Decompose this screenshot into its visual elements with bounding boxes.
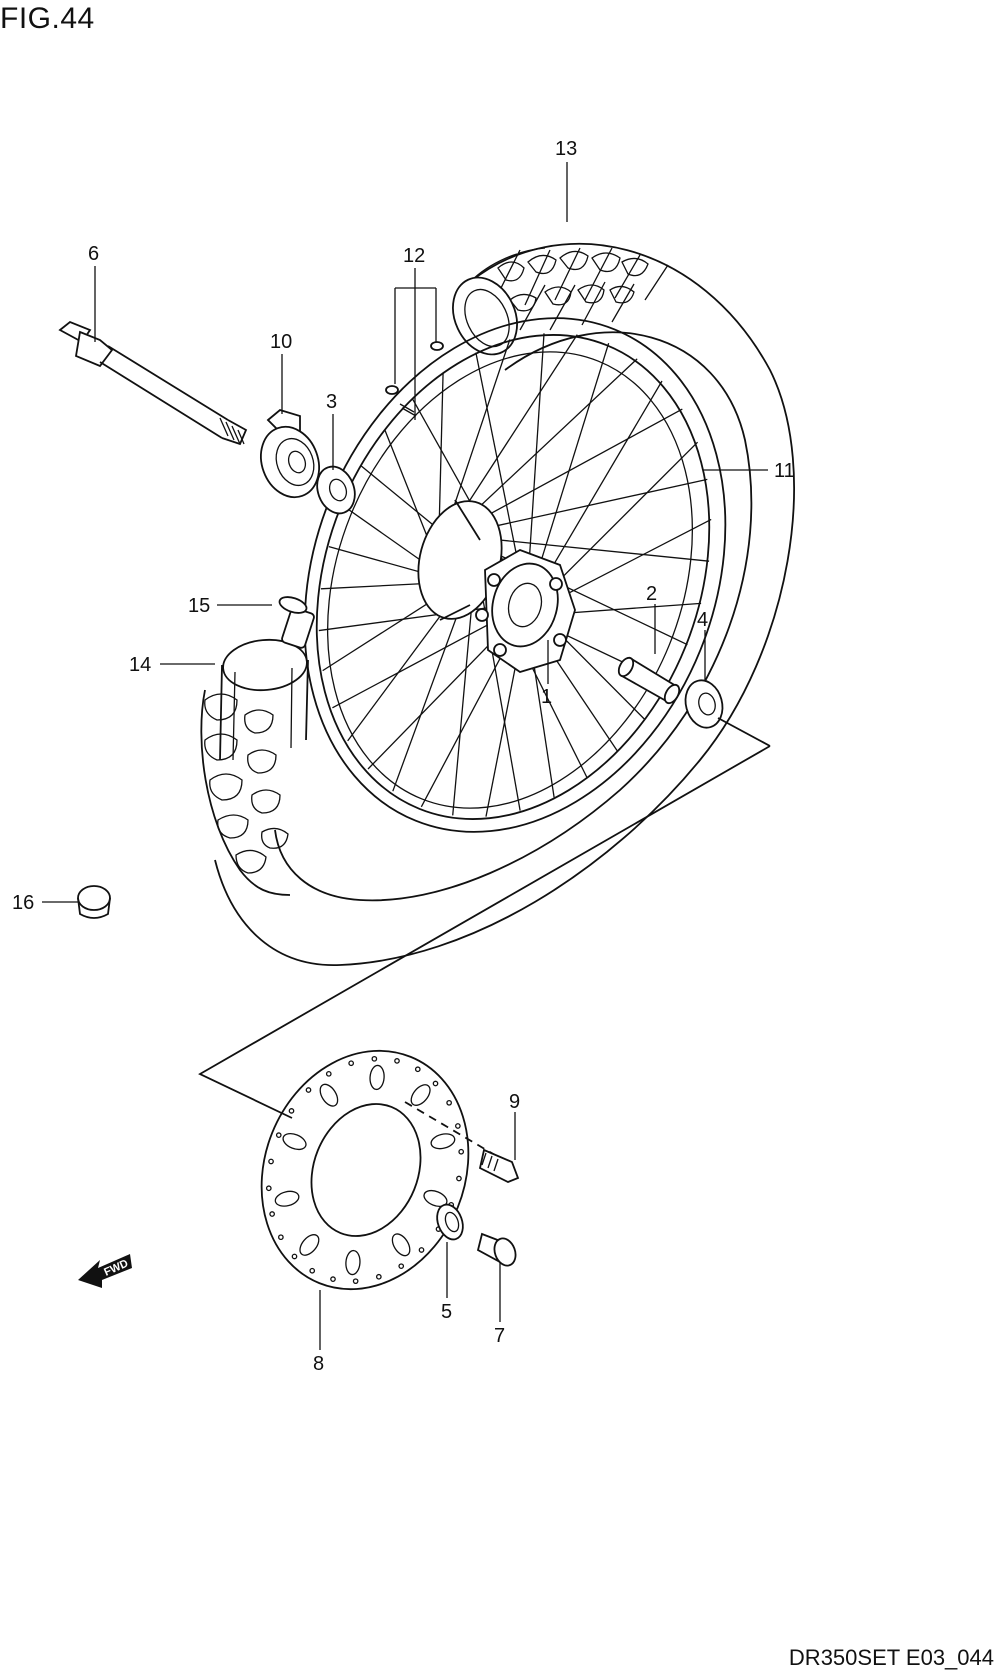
spoke-line: [540, 380, 663, 586]
wheel-bearing-icon: [684, 679, 724, 729]
collar-icon: [476, 1232, 517, 1267]
axle-spacer-icon: [617, 656, 681, 705]
spoke-line: [475, 352, 522, 576]
spoke-line: [534, 343, 610, 579]
spoke-line: [420, 631, 516, 808]
callout-3: 3: [326, 391, 337, 413]
disc-vent-hole: [325, 1070, 332, 1077]
disc-vent-hole: [265, 1185, 272, 1192]
disc-vent-hole: [414, 1066, 421, 1073]
spoke-line: [460, 408, 683, 531]
disc-vent-hole: [309, 1267, 316, 1274]
callout-6: 6: [88, 243, 99, 265]
disc-cutout: [274, 1190, 300, 1207]
callout-labels: 1 2 3 4 5 6 7 8 9 10 11 12 13 14 15 16: [12, 138, 795, 1375]
front-axle-icon: [58, 320, 248, 446]
wheel-bearing-icon: [316, 465, 356, 515]
disc-vent-hole: [375, 1273, 382, 1280]
disc-vent-hole: [278, 1234, 284, 1241]
disc-vent-hole: [330, 1276, 336, 1282]
fwd-arrow-icon: FWD: [78, 1254, 132, 1288]
callout-1: 1: [541, 686, 552, 708]
disc-vent-hole: [269, 1211, 275, 1217]
disc-cutout: [299, 1234, 320, 1256]
valve-stem-icon: [278, 596, 315, 649]
disc-cutout: [391, 1233, 411, 1257]
callout-15: 15: [188, 595, 210, 617]
callout-8: 8: [313, 1353, 324, 1375]
disc-bolt-icon: [404, 1101, 520, 1183]
speedometer-gearbox-icon: [260, 408, 320, 499]
disc-cutout: [282, 1132, 307, 1151]
disc-vent-hole: [398, 1263, 405, 1270]
callout-12: 12: [403, 245, 425, 267]
callout-7: 7: [494, 1325, 505, 1347]
disc-cutout: [430, 1133, 456, 1150]
disc-vent-hole: [456, 1175, 462, 1182]
fwd-label: FWD: [102, 1258, 130, 1279]
inner-tube-icon: [219, 638, 309, 761]
callout-4: 4: [697, 609, 708, 631]
disc-cutout: [369, 1064, 385, 1091]
assembly-guide-lines: [198, 717, 771, 1119]
spoke-line: [546, 518, 712, 605]
brake-disc-icon: [260, 1049, 470, 1291]
spoke-line: [452, 358, 638, 533]
disc-vent-hole: [455, 1123, 461, 1129]
spoke-line: [332, 615, 505, 709]
spoke-line: [467, 478, 708, 533]
disc-vent-hole: [352, 1278, 359, 1285]
disc-vent-hole: [458, 1148, 465, 1155]
spoke-line: [392, 588, 468, 792]
leader-lines: [42, 162, 768, 1350]
disc-cutout: [345, 1249, 361, 1276]
oil-seal-icon: [436, 1203, 464, 1241]
disc-vent-hole: [432, 1080, 439, 1087]
spoke-line: [367, 624, 509, 770]
disc-vent-hole: [288, 1108, 295, 1114]
callout-9: 9: [509, 1091, 520, 1113]
valve-cap-icon: [77, 885, 111, 919]
spoke-line: [474, 536, 710, 562]
spoke-line: [452, 583, 475, 816]
disc-cutout: [423, 1189, 448, 1208]
disc-vent-hole: [348, 1060, 355, 1067]
disc-vent-hole: [275, 1132, 282, 1139]
disc-cutout: [319, 1083, 339, 1107]
drawing-code: DR350SET E03_044: [788, 1645, 994, 1670]
callout-11: 11: [774, 460, 795, 482]
disc-vent-hole: [268, 1158, 274, 1165]
disc-vent-hole: [446, 1099, 452, 1106]
disc-vent-hole: [305, 1087, 312, 1093]
spoke-line: [545, 441, 699, 595]
disc-vent-hole: [418, 1247, 425, 1253]
callout-16: 16: [12, 892, 34, 914]
callout-13: 13: [555, 138, 577, 160]
figure-title: FIG.44: [0, 2, 95, 35]
callout-5: 5: [441, 1301, 452, 1323]
wheel-hub-icon: [417, 499, 576, 673]
disc-vent-hole: [291, 1253, 298, 1260]
spoke-nipple-icon: [385, 341, 444, 417]
disc-vent-hole: [394, 1058, 400, 1064]
tire-icon: [200, 243, 795, 966]
callout-10: 10: [270, 331, 292, 353]
disc-vent-hole: [371, 1055, 378, 1062]
disc-cutout: [410, 1084, 431, 1106]
callout-14: 14: [129, 654, 151, 676]
callout-2: 2: [646, 583, 657, 605]
